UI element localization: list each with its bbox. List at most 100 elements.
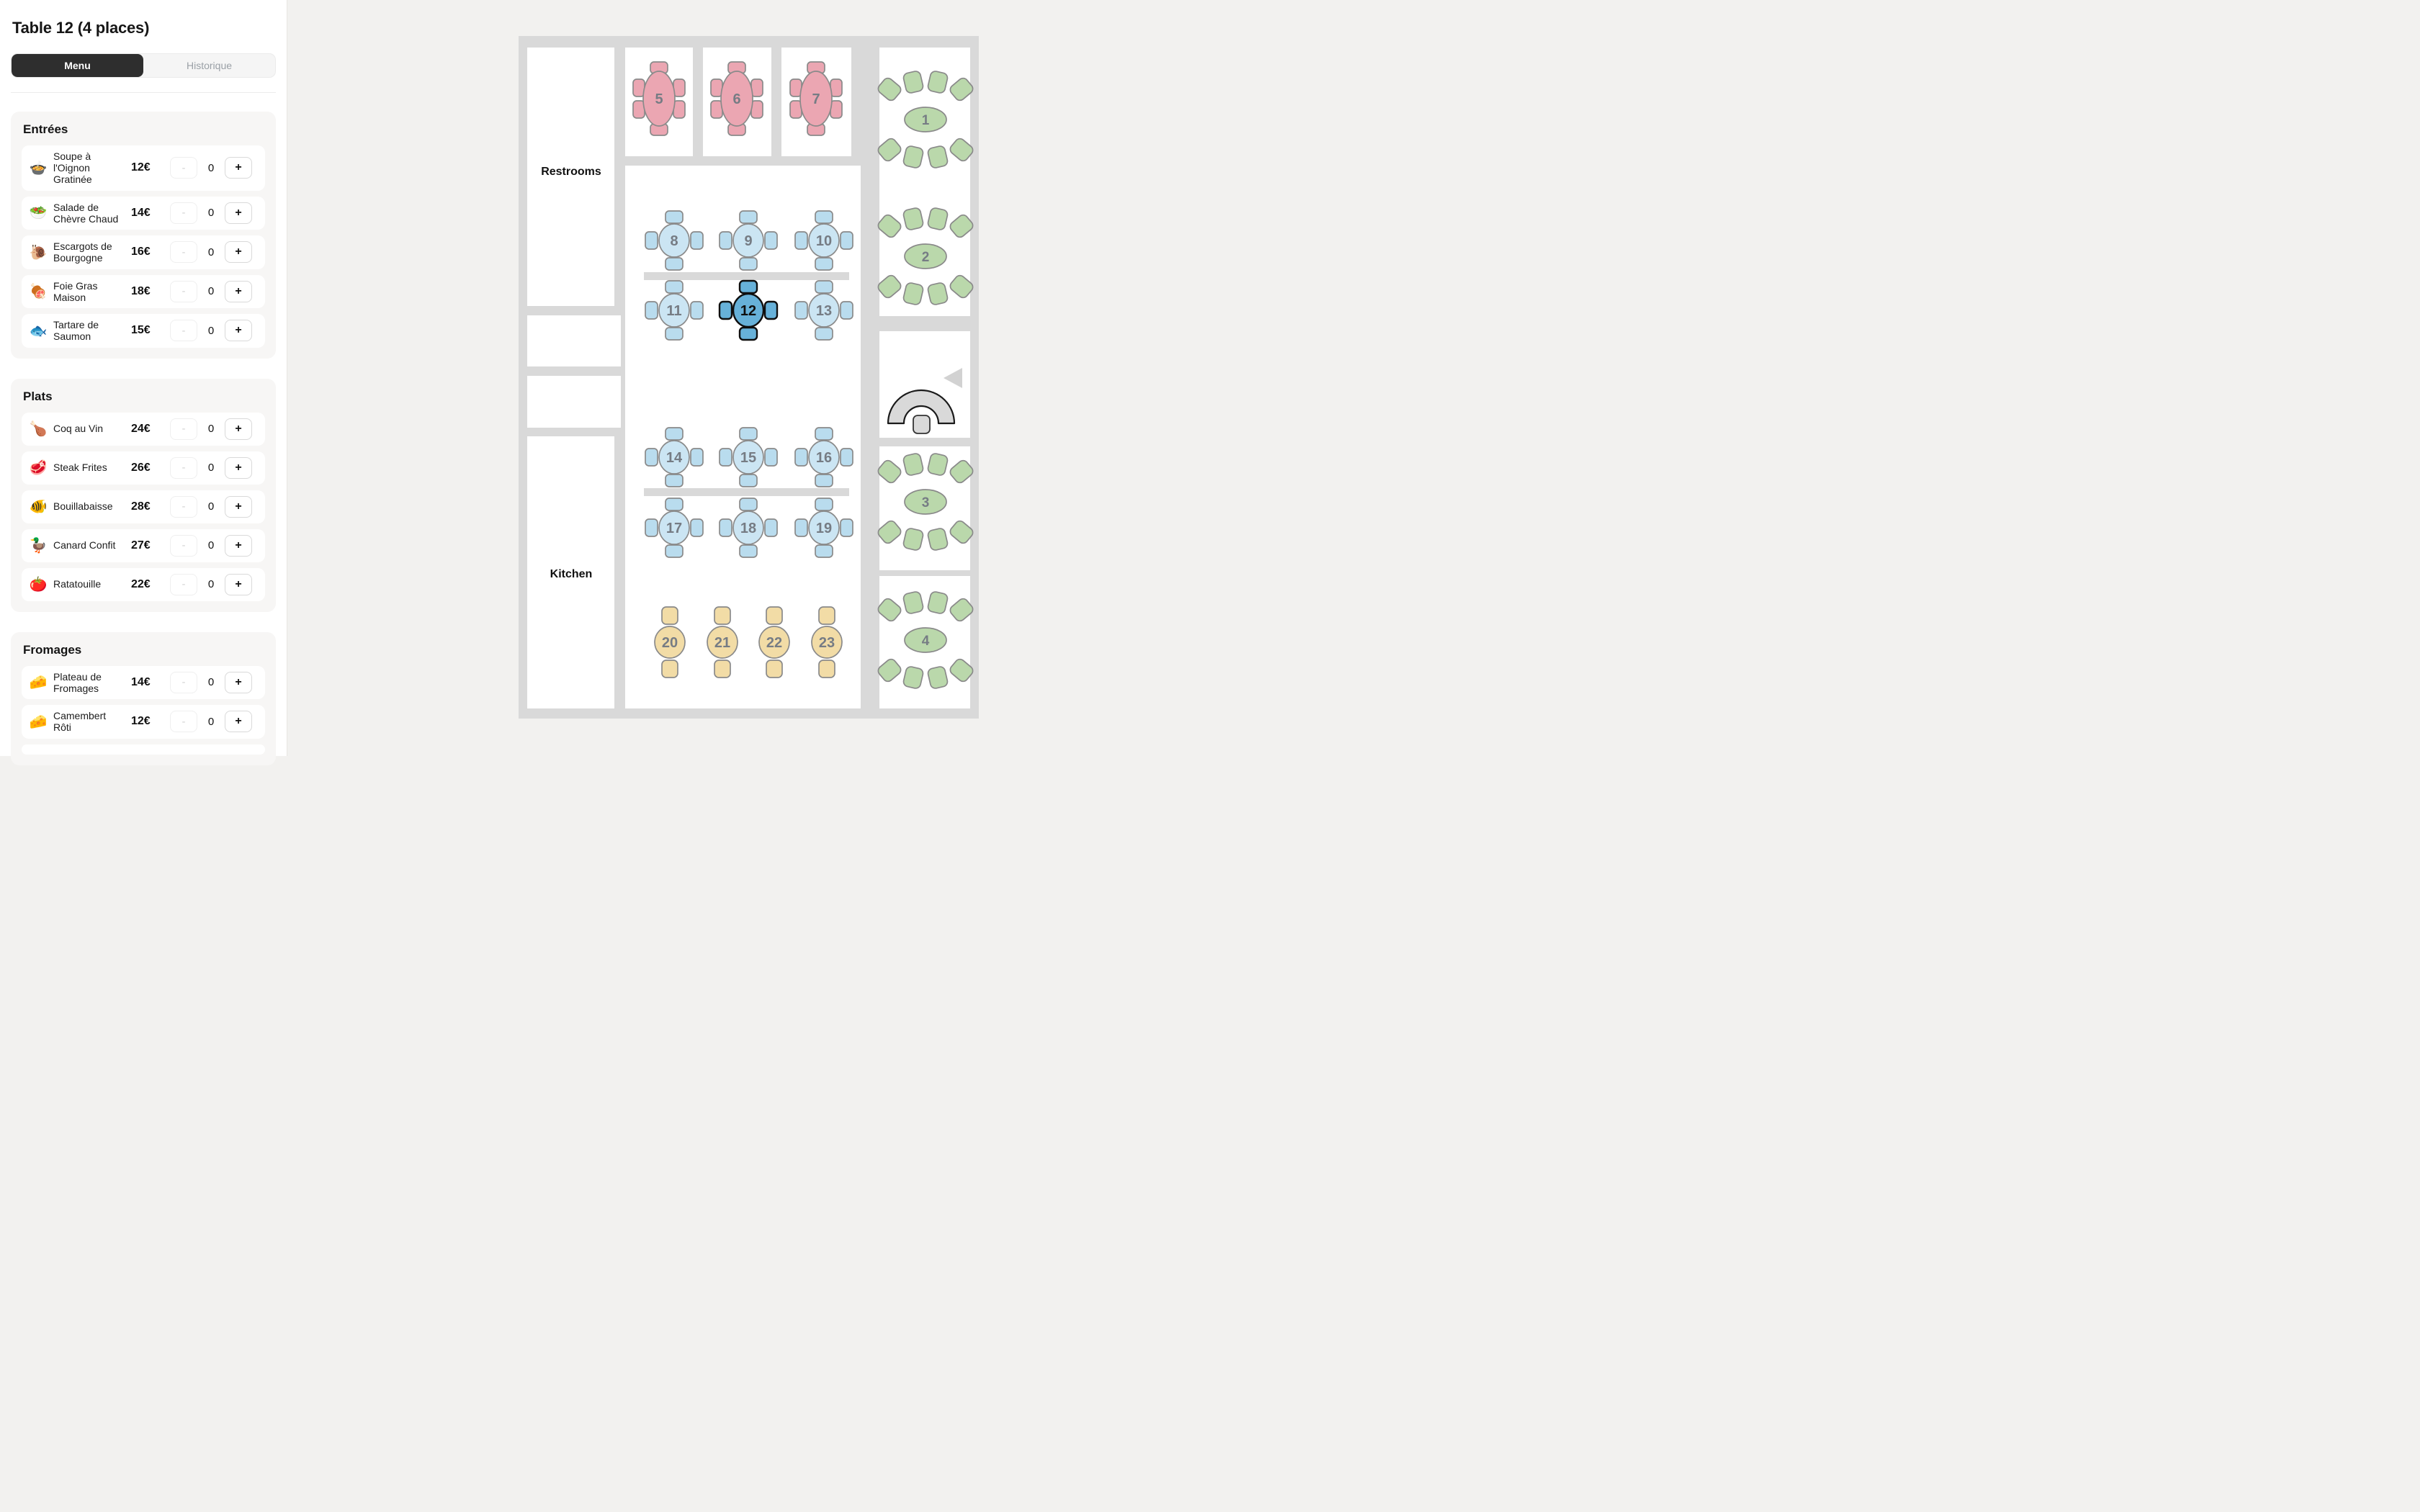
table-17[interactable]: 17 [645,498,704,558]
decrease-button[interactable]: - [170,418,197,440]
table-number: 17 [666,521,682,536]
increase-button[interactable]: + [225,241,252,264]
plan-rooms [527,48,970,708]
decrease-button[interactable]: - [170,241,197,264]
quantity-value: 0 [207,715,215,728]
table-10[interactable]: 10 [794,210,853,271]
tab-bar: Menu Historique [11,53,276,78]
table-number: 6 [732,91,740,107]
dish-emoji: 🍲 [29,160,48,176]
table-21[interactable]: 21 [707,606,738,678]
quantity-value: 0 [207,161,215,174]
dish-emoji: 🦆 [29,538,48,554]
table-16[interactable]: 16 [794,427,853,487]
table-number: 3 [922,495,930,510]
dish-price: 12€ [131,161,151,174]
table-3[interactable]: 3 [877,453,975,552]
section-title: Entrées [23,122,68,136]
table-19[interactable]: 19 [794,498,853,558]
increase-button[interactable]: + [225,711,252,733]
table-1[interactable]: 1 [877,71,975,169]
table-7[interactable]: 7 [789,61,843,136]
table-2[interactable]: 2 [877,207,975,306]
increase-button[interactable]: + [225,280,252,302]
table-18[interactable]: 18 [719,498,778,558]
table-5[interactable]: 5 [632,61,686,136]
wall-divider-2 [644,488,849,496]
table-number: 11 [666,303,681,319]
table-23[interactable]: 23 [811,606,843,678]
decrease-button[interactable]: - [170,456,197,479]
increase-button[interactable]: + [225,671,252,693]
decrease-button[interactable]: - [170,280,197,302]
decrease-button[interactable]: - [170,573,197,595]
table-11[interactable]: 11 [645,280,704,341]
table-number: 18 [740,521,756,536]
dish-price: 28€ [131,500,151,513]
dish-price: 15€ [131,324,151,337]
decrease-button[interactable]: - [170,157,197,179]
table-number: 1 [922,113,930,128]
increase-button[interactable]: + [225,202,252,224]
dish-emoji: 🐠 [29,499,48,516]
increase-button[interactable]: + [225,573,252,595]
decrease-button[interactable]: - [170,320,197,342]
room-kitchen [527,436,614,708]
table-number: 5 [655,91,663,107]
dish-name: Ratatouille [53,578,102,590]
table-9[interactable]: 9 [719,210,778,271]
room-restrooms [527,48,614,306]
table-number: 19 [816,521,832,536]
decrease-button[interactable]: - [170,671,197,693]
quantity-value: 0 [207,423,215,436]
quantity-value: 0 [207,462,215,474]
dish-price: 22€ [131,577,151,590]
wall-divider-1 [644,272,849,280]
increase-button[interactable]: + [225,320,252,342]
decrease-button[interactable]: - [170,202,197,224]
dish-name: Tartare de Saumon [53,319,99,343]
tab-menu[interactable]: Menu [12,54,143,77]
tab-historique[interactable]: Historique [143,54,275,77]
increase-button[interactable]: + [225,418,252,440]
table-number: 15 [740,450,756,466]
door-swing-icon [887,389,956,425]
dish-emoji: 🐌 [29,244,48,261]
decrease-button[interactable]: - [170,534,197,557]
table-22[interactable]: 22 [758,606,790,678]
menu-item: 🍲 Soupe à l'Oignon Gratinée 12€ -0 + [22,145,265,191]
table-4[interactable]: 4 [877,591,975,690]
table-number: 14 [666,450,683,466]
dish-name: Salade de Chèvre Chaud [53,201,119,225]
table-number: 16 [816,450,832,466]
dish-emoji: 🥩 [29,460,48,477]
table-15[interactable]: 15 [719,427,778,487]
room-storage-1 [527,315,621,366]
dish-emoji: 🐟 [29,323,48,339]
table-6[interactable]: 6 [710,61,763,136]
dish-name: Soupe à l'Oignon Gratinée [53,150,92,186]
table-number: 8 [670,233,678,249]
increase-button[interactable]: + [225,157,252,179]
dish-price: 26€ [131,461,151,474]
dish-emoji: 🧀 [29,675,48,691]
decrease-button[interactable]: - [170,495,197,518]
dish-price: 18€ [131,284,151,297]
increase-button[interactable]: + [225,456,252,479]
table-8[interactable]: 8 [645,210,704,271]
dish-price: 12€ [131,715,151,728]
increase-button[interactable]: + [225,495,252,518]
decrease-button[interactable]: - [170,711,197,733]
table-14[interactable]: 14 [645,427,704,487]
increase-button[interactable]: + [225,534,252,557]
table-13[interactable]: 13 [794,280,853,341]
table-20[interactable]: 20 [654,606,686,678]
divider [11,92,276,93]
table-12-selected[interactable]: 12 [718,279,779,341]
